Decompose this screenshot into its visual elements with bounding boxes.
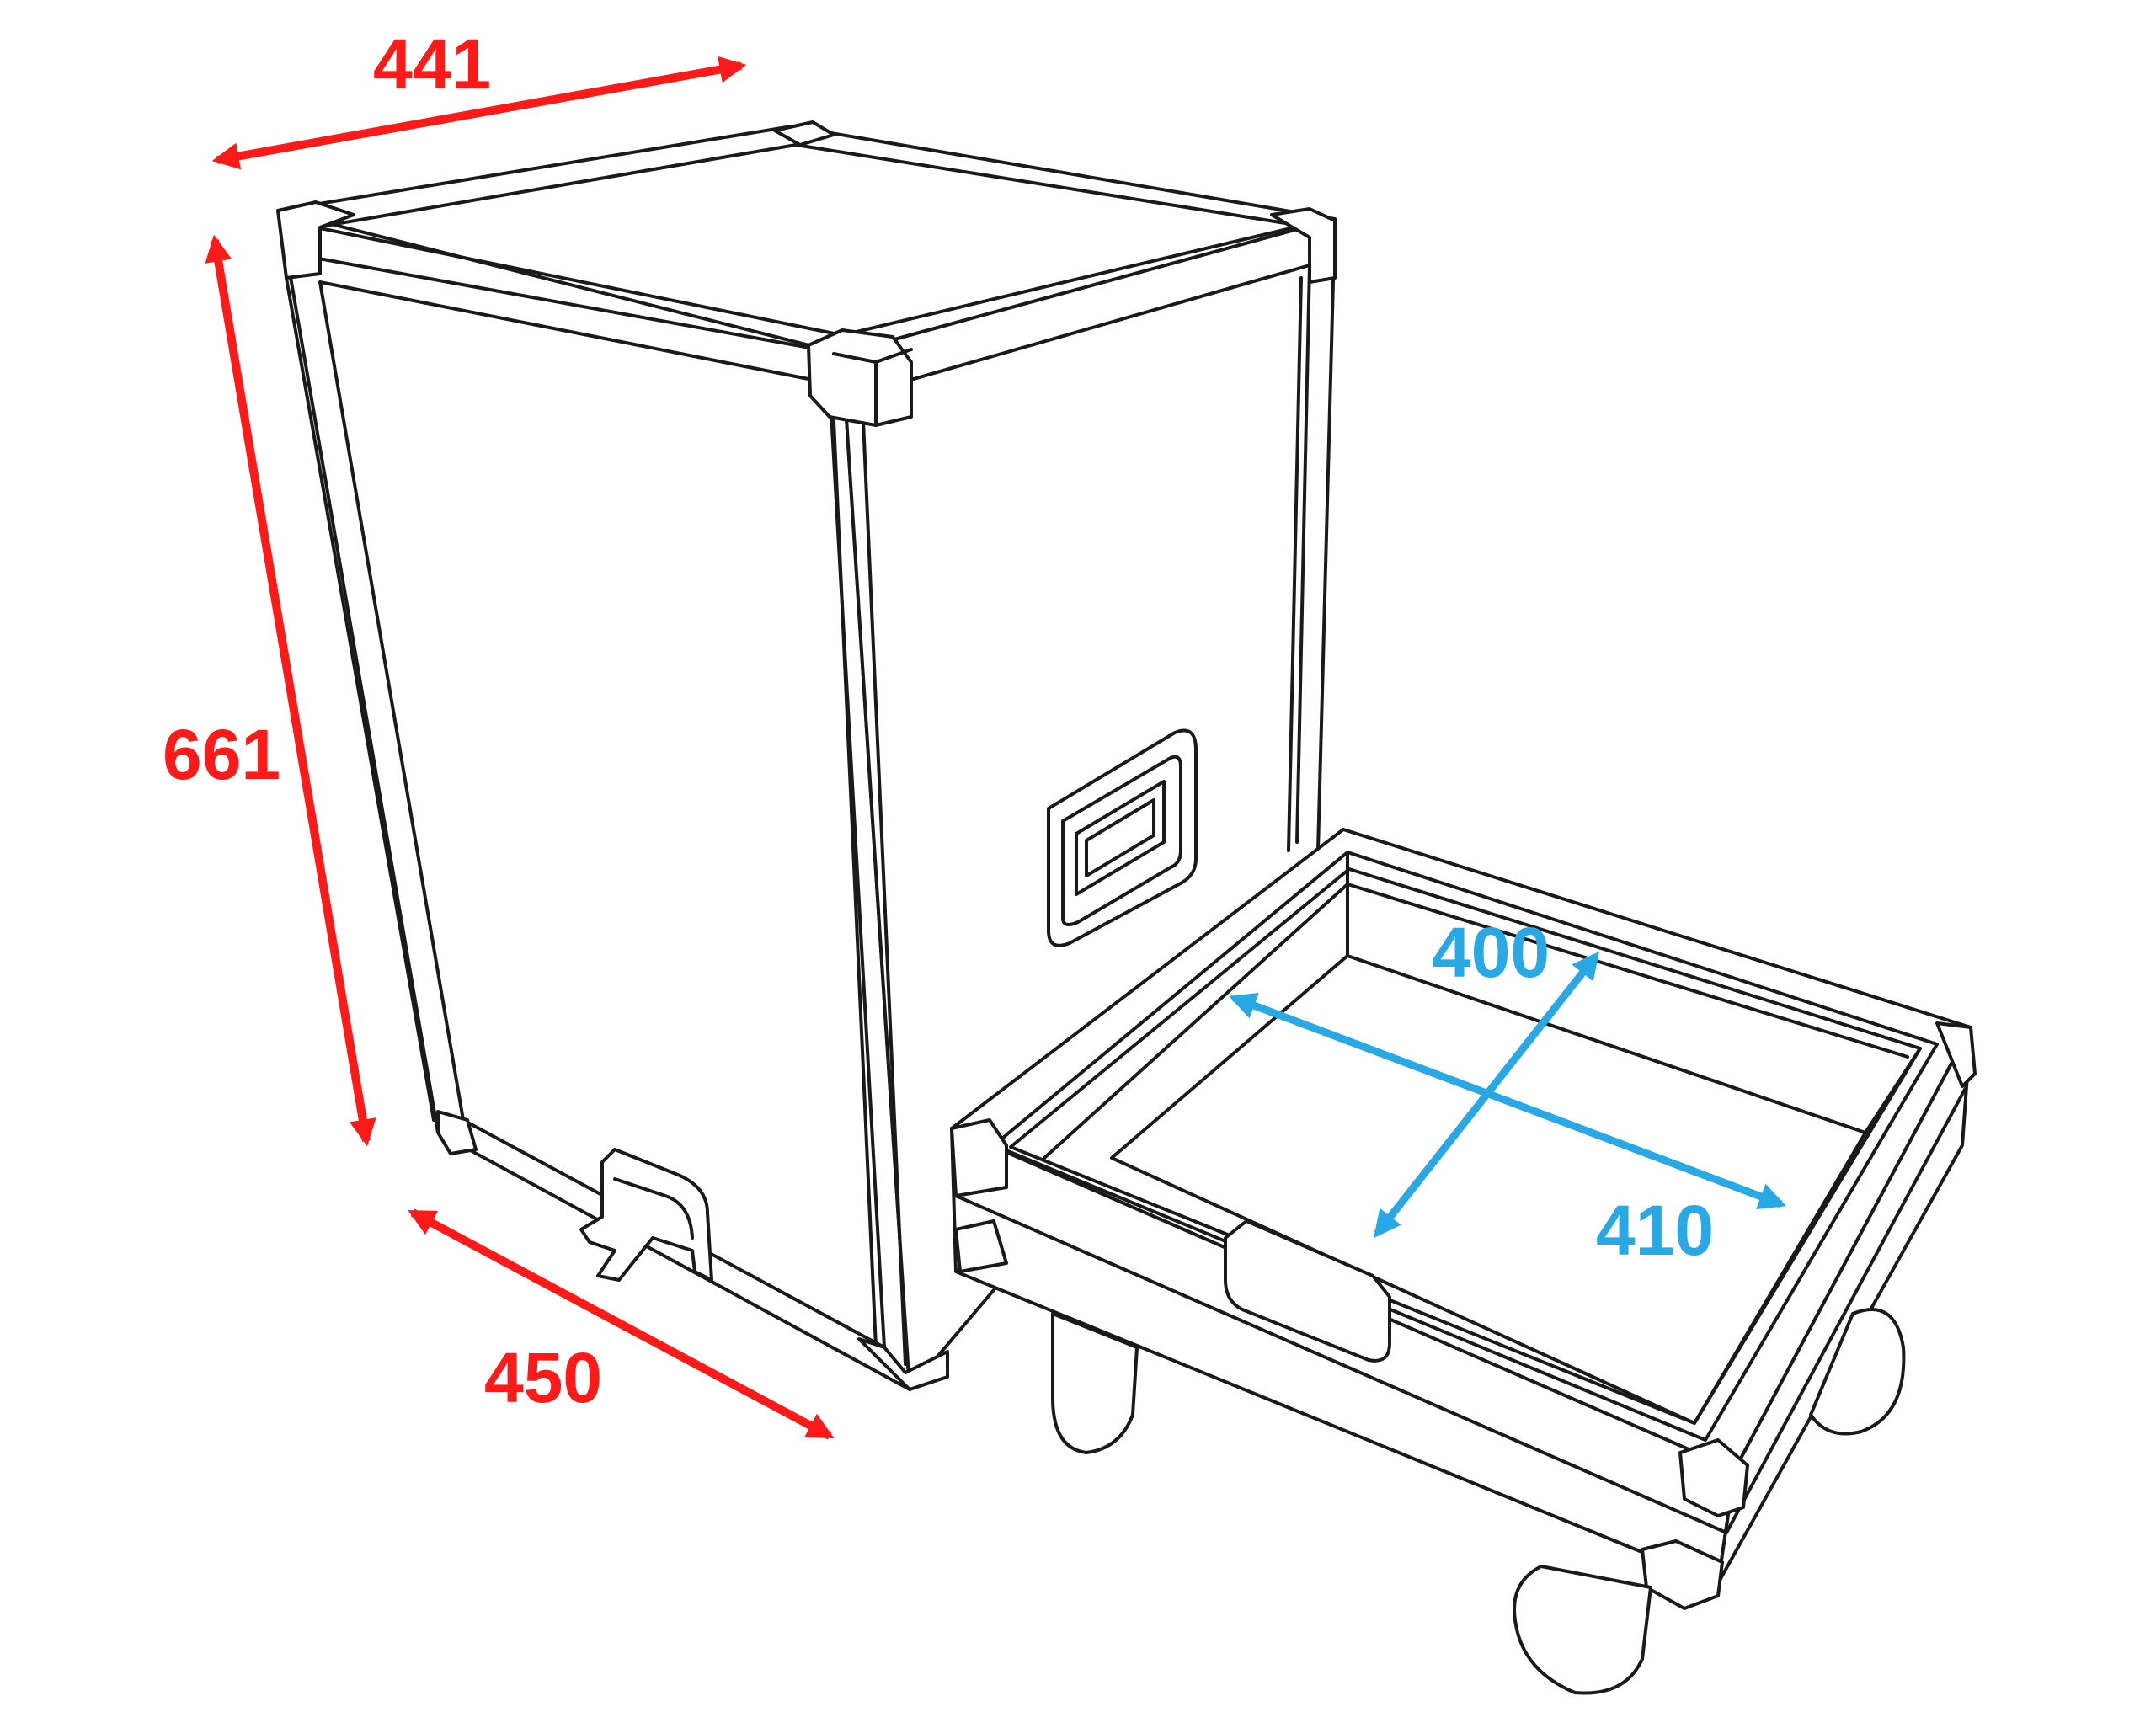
height-arrow: [205, 234, 376, 1147]
corner-top-front: [807, 328, 913, 427]
corner-top-right: [1270, 207, 1337, 284]
caster-wheel-front: [1513, 1565, 1652, 1695]
depth-label: 450: [484, 1338, 602, 1417]
caster-wheel-left: [1051, 1312, 1139, 1454]
tray-latch: [1224, 1219, 1391, 1363]
caster-wheel-right: [1809, 1308, 1906, 1436]
dimension-annotations: 441 661 450 400 410: [163, 24, 1787, 1440]
corner-bottom-front: [857, 1337, 949, 1391]
inner-depth-label: 400: [1432, 913, 1550, 992]
tray-side-wall: [1716, 1026, 1972, 1585]
inner-width-label: 410: [1596, 1191, 1714, 1270]
tray-corner-front: [1678, 1438, 1749, 1517]
depth-arrow: [408, 1208, 835, 1440]
inner-width-arrow: [1228, 992, 1787, 1210]
side-handle: [1047, 728, 1198, 947]
width-arrow: [211, 56, 747, 170]
height-label: 661: [163, 715, 280, 794]
tray-corner-left-bottom: [954, 1219, 1008, 1273]
tray-corner-left: [950, 1118, 1008, 1197]
corner-bottom-left: [436, 1110, 478, 1155]
tray-corner-right: [1935, 1021, 1977, 1088]
corner-top-back: [773, 120, 835, 147]
width-label: 441: [373, 24, 491, 104]
